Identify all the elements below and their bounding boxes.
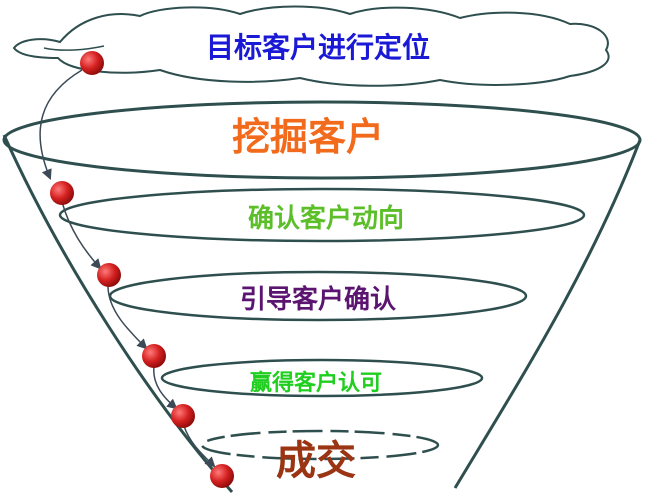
arrow-2 — [61, 201, 102, 270]
arrow-1 — [39, 69, 83, 180]
funnel-ring-3 — [108, 270, 528, 322]
stage-label-1: 目标客户进行定位 — [206, 31, 430, 64]
arrow-3 — [107, 285, 148, 350]
arrow-5 — [183, 425, 216, 468]
stage-label-6: 成交 — [276, 438, 356, 484]
stage-marker-6 — [210, 464, 234, 488]
funnel-ring-2 — [58, 187, 586, 243]
stage-marker-5 — [171, 404, 195, 428]
stage-marker-4 — [142, 344, 166, 368]
funnel-right-side — [453, 139, 642, 489]
funnel-left-side — [2, 134, 234, 493]
stage-marker-2 — [50, 181, 74, 205]
stage-marker-1 — [80, 51, 104, 75]
stage-label-3: 确认客户动向 — [248, 203, 404, 234]
funnel-ring-5 — [200, 429, 440, 461]
funnel-ring-4 — [160, 358, 484, 398]
stage-label-4: 引导客户确认 — [240, 284, 396, 315]
cloud-fold-line — [43, 45, 105, 51]
arrow-4 — [153, 365, 178, 410]
stage-label-5: 赢得客户认可 — [250, 370, 382, 396]
stage-marker-3 — [97, 263, 121, 287]
funnel-ring-1 — [2, 100, 642, 180]
stage-label-2: 挖掘客户 — [232, 115, 384, 159]
